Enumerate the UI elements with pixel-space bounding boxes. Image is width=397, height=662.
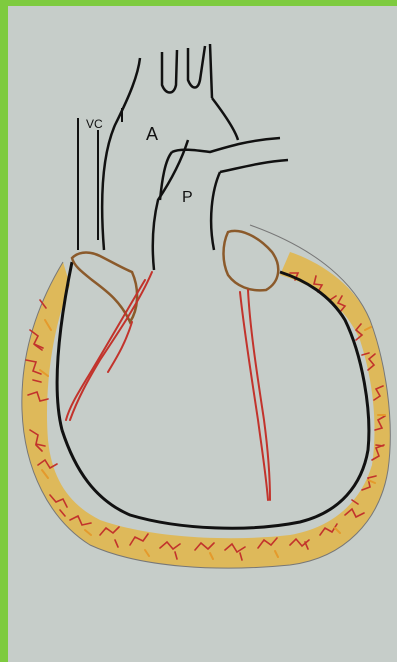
pulmonary-label: P [182, 189, 193, 206]
pulmonary-trunk [160, 138, 288, 250]
aorta-label: A [146, 124, 158, 144]
vena-cava-label: VC [86, 117, 103, 131]
aortic-branches [162, 44, 212, 98]
epicardial-fat-band [22, 252, 390, 568]
coronary-arteries [66, 272, 270, 500]
left-atrial-appendage [224, 231, 279, 290]
aorta [102, 58, 238, 270]
heart-outline [57, 262, 369, 528]
